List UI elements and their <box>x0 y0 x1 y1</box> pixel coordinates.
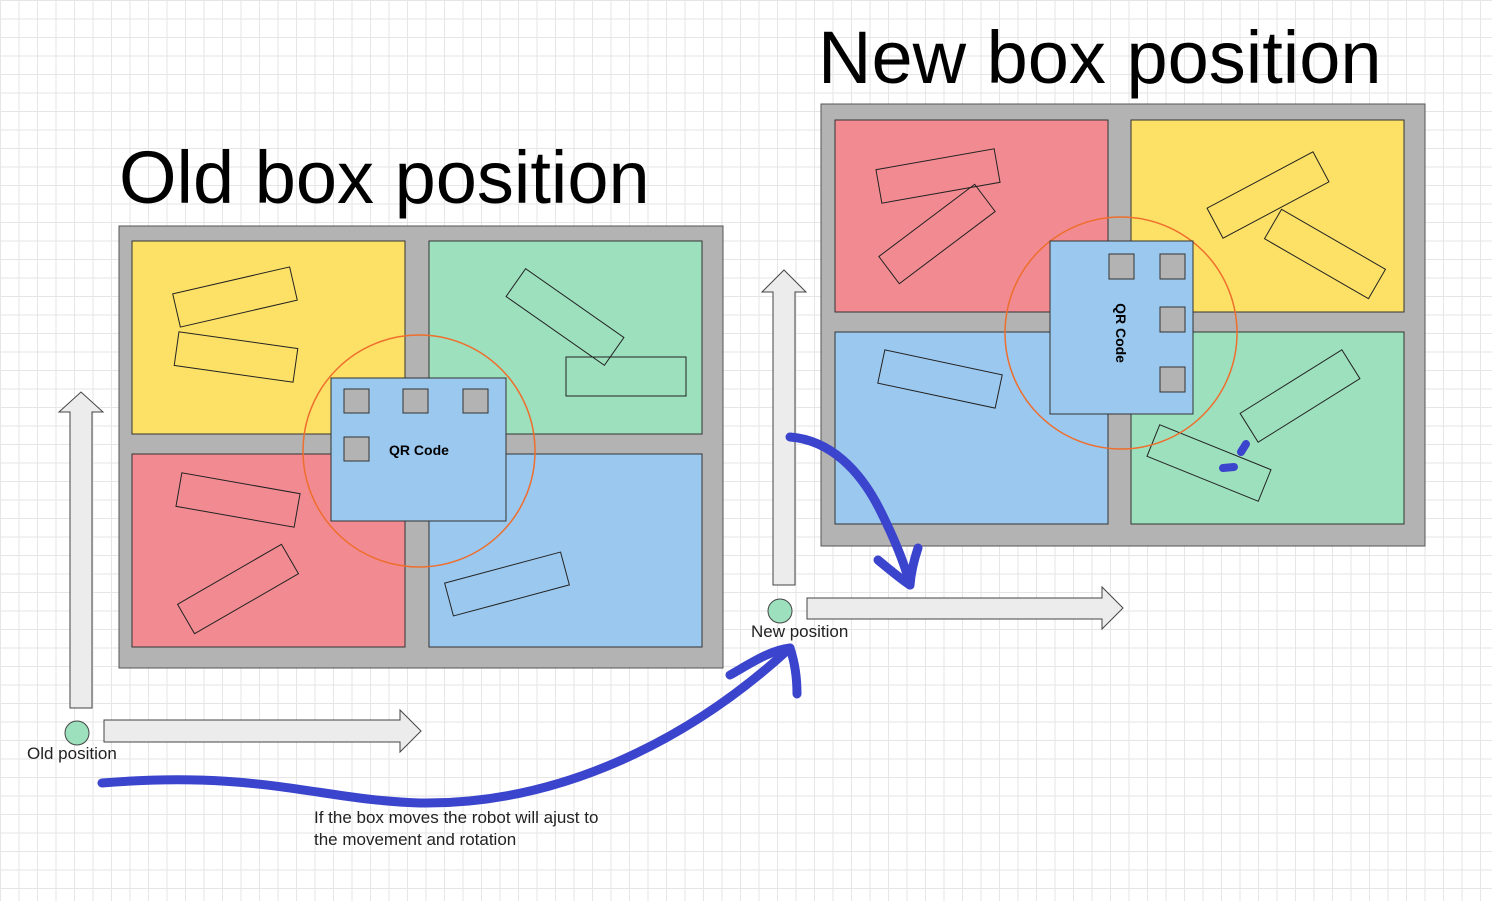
old-box-title: Old box position <box>119 136 650 219</box>
annotation-mark <box>1237 440 1250 456</box>
new-detection-circle <box>1004 216 1238 450</box>
new-position-label: New position <box>751 622 848 641</box>
old-qr-square <box>402 388 429 414</box>
new-box-title: New box position <box>818 16 1382 99</box>
annotation-stroke-top-hook <box>873 555 915 590</box>
new-qr-square <box>1159 306 1186 333</box>
old-x-axis-arrow <box>103 708 422 754</box>
new-item <box>877 349 1003 409</box>
new-qr-square <box>1159 253 1186 280</box>
new-item <box>1239 349 1361 443</box>
new-qr-label: QR Code <box>1113 303 1129 363</box>
old-detection-circle <box>302 334 536 568</box>
new-qr-square <box>1108 253 1135 280</box>
annotation-stroke-top <box>785 432 923 590</box>
new-item <box>875 148 1001 204</box>
old-item <box>505 267 625 367</box>
old-position-dot[interactable] <box>64 720 90 746</box>
old-qr-square <box>343 436 370 462</box>
old-item <box>176 543 300 635</box>
annotation-mark <box>1219 463 1238 472</box>
old-position-label: Old position <box>27 744 117 763</box>
note-line-1: If the box moves the robot will ajust to <box>314 808 598 827</box>
new-box[interactable]: QR Code <box>820 103 1426 547</box>
new-item <box>1146 424 1272 502</box>
old-item <box>173 331 299 383</box>
old-box[interactable]: QR Code <box>118 225 724 669</box>
old-item <box>175 472 301 528</box>
old-qr-square <box>343 388 370 414</box>
new-x-axis-arrow <box>806 585 1124 631</box>
new-item <box>1263 208 1387 300</box>
old-item <box>444 551 570 617</box>
new-position-dot[interactable] <box>767 598 793 624</box>
old-qr-label: QR Code <box>389 442 449 458</box>
new-qr-square <box>1159 366 1186 393</box>
old-y-axis-arrow <box>57 391 105 709</box>
old-item <box>565 356 687 397</box>
note-line-2: the movement and rotation <box>314 830 516 849</box>
old-qr-square <box>462 388 489 414</box>
new-item <box>1206 151 1330 239</box>
old-item <box>172 266 298 328</box>
new-item <box>878 183 996 285</box>
annotation-stroke-bottom-hook <box>725 643 795 680</box>
new-y-axis-arrow <box>760 269 808 586</box>
